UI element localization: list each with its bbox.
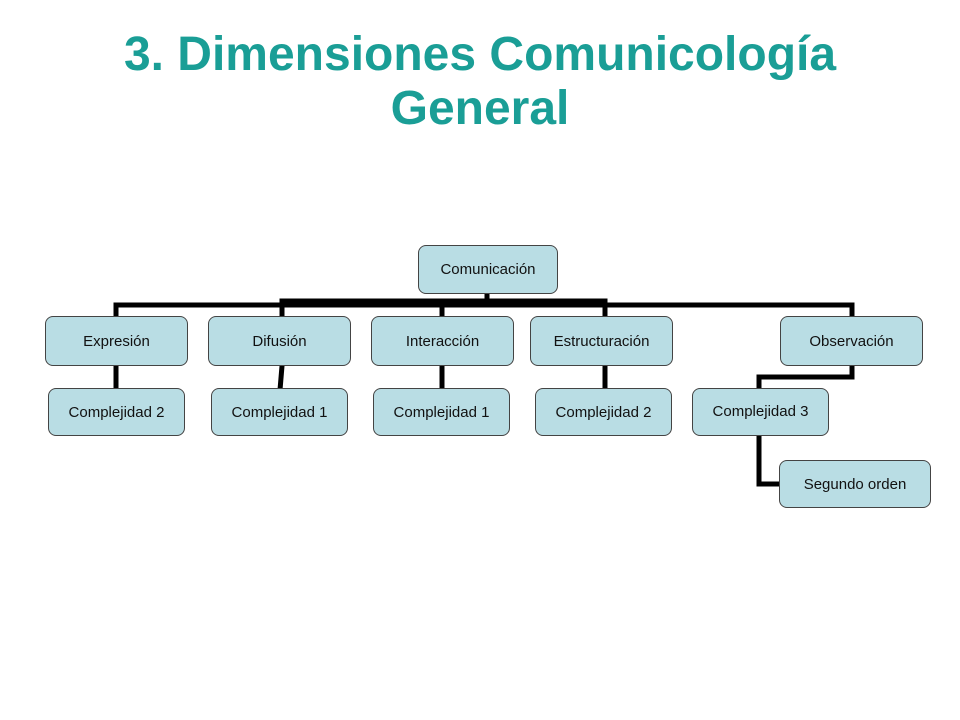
node-estructuracion-child-label: Complejidad 2 [555,403,652,421]
connector-segundo-orden [756,433,784,487]
node-expresion-child: Complejidad 2 [48,388,185,436]
node-expresion-child-label: Complejidad 2 [68,403,165,421]
node-observacion: Observación [780,316,923,366]
node-observacion-label: Observación [809,332,894,350]
node-root-label: Comunicación [440,261,536,278]
connector-observacion-child [756,363,855,393]
node-interaccion-label: Interacción [405,332,480,350]
node-difusion-child: Complejidad 1 [211,388,348,436]
title-line-1: 3. Dimensiones Comunicología [123,28,837,81]
node-difusion-label: Difusión [252,332,307,350]
slide-title: 3. Dimensiones Comunicología General [0,28,960,136]
node-expresion-label: Expresión [83,332,150,350]
node-observacion-child: Complejidad 3 [692,388,829,436]
node-interaccion-child: Complejidad 1 [373,388,510,436]
node-observacion-child-label: Complejidad 3 [712,403,809,420]
node-difusion: Difusión [208,316,351,366]
node-estructuracion-label: Estructuración [553,332,650,350]
node-estructuracion-child: Complejidad 2 [535,388,672,436]
node-expresion: Expresión [45,316,188,366]
node-interaccion: Interacción [371,316,514,366]
node-estructuracion: Estructuración [530,316,673,366]
node-observacion-grandchild: Segundo orden [779,460,931,508]
connector-difusion-child [277,363,285,393]
node-interaccion-child-label: Complejidad 1 [393,403,490,421]
node-observacion-grandchild-label: Segundo orden [803,475,907,493]
title-line-2: General [390,82,570,135]
node-difusion-child-label: Complejidad 1 [231,403,328,421]
node-root: Comunicación [418,245,558,294]
